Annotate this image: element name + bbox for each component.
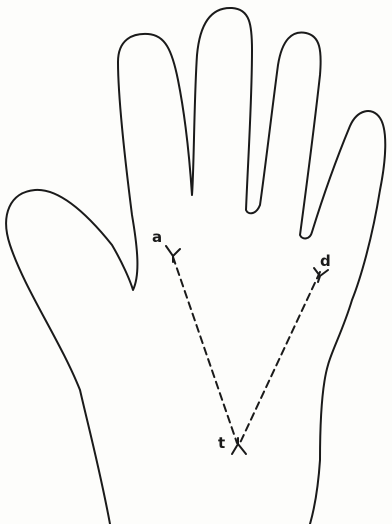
- label-t: t: [218, 434, 225, 452]
- dashed-line-a-t: [173, 257, 237, 443]
- dashed-line-d-t: [240, 272, 320, 443]
- triradius-d-mark: [314, 268, 328, 282]
- triradius-t-mark: [232, 438, 246, 454]
- triradius-a-mark: [166, 246, 180, 262]
- label-d: d: [320, 252, 331, 270]
- label-a: a: [152, 228, 162, 246]
